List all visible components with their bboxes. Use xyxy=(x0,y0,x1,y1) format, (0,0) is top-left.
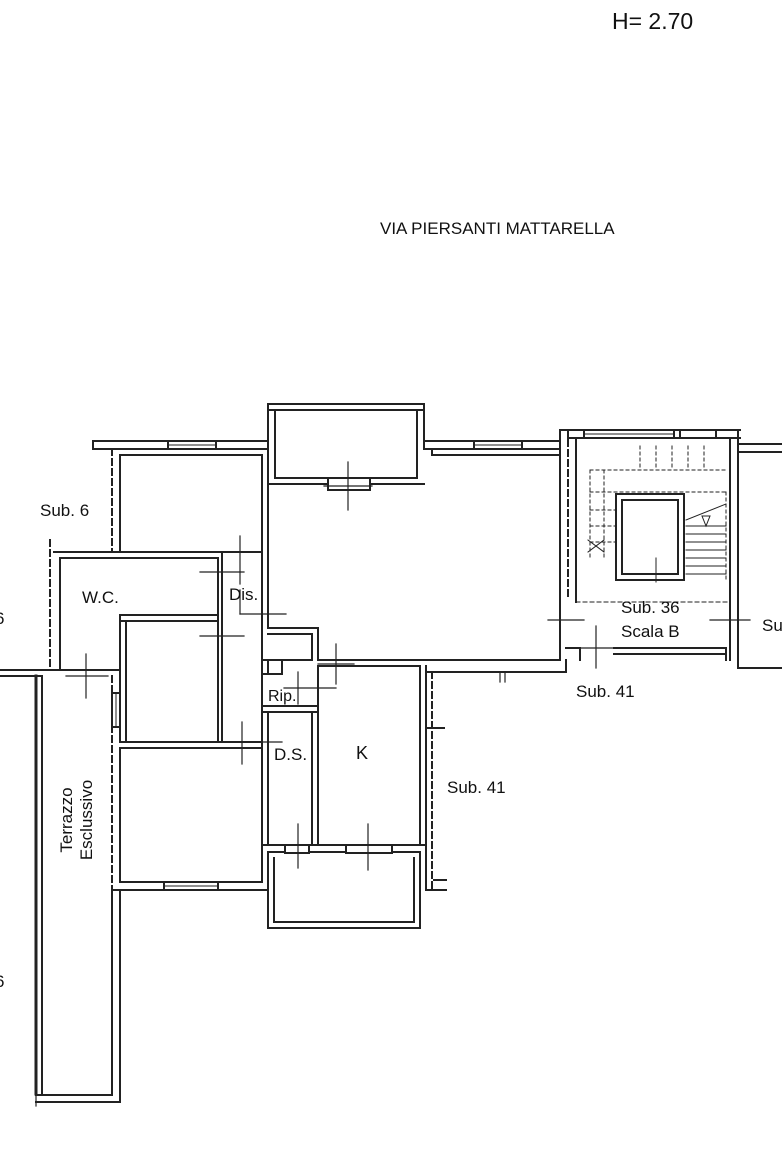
room-rip-label: Rip. xyxy=(268,688,297,705)
terrace-label-line2: Esclussivo xyxy=(77,779,96,861)
terrace-label: Terrazzo Esclussivo xyxy=(57,765,99,875)
street-name-label: VIA PIERSANTI MATTARELLA xyxy=(380,219,615,238)
north-wall xyxy=(92,440,561,450)
adjacent-sub36-label: Sub. 36 xyxy=(621,598,680,617)
left-cut-label-2: 6 xyxy=(0,973,4,990)
room-dis-label: Dis. xyxy=(229,585,259,604)
opening-marks xyxy=(35,535,751,1107)
room-ds-label: D.S. xyxy=(274,745,308,764)
room-k-label: K xyxy=(356,743,369,763)
left-cut-label-1: 6 xyxy=(0,610,4,627)
south-walls xyxy=(111,675,421,929)
stair-core xyxy=(559,429,782,669)
adjacent-sub41-side-label: Sub. 41 xyxy=(447,778,506,797)
service-rooms xyxy=(261,627,427,853)
terrace-label-line1: Terrazzo xyxy=(57,787,76,853)
adjacent-sub6-label: Sub. 6 xyxy=(40,501,90,520)
interior-walls xyxy=(111,551,269,749)
adjacent-sub-cut-right-label: Su xyxy=(762,616,782,635)
room-wc-label: W.C. xyxy=(82,588,119,607)
terrace-walls xyxy=(34,674,121,1103)
ceiling-height-label: H= 2.70 xyxy=(612,8,694,34)
west-walls xyxy=(0,448,269,677)
north-balcony xyxy=(267,403,433,511)
adjacent-sub41-top-label: Sub. 41 xyxy=(576,682,635,701)
stair-scala-label: Scala B xyxy=(621,622,680,641)
